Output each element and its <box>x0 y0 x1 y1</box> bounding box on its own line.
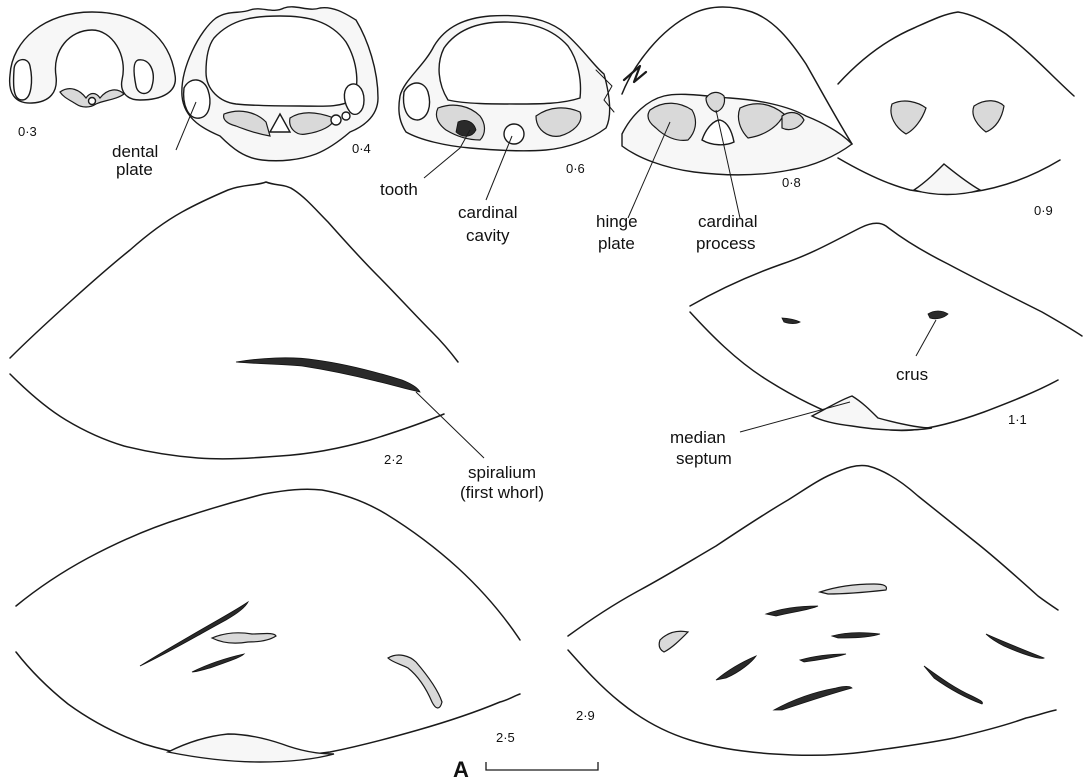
svg-text:process: process <box>696 234 756 253</box>
svg-text:hinge: hinge <box>596 212 638 231</box>
section-number: 1·1 <box>1008 412 1027 427</box>
section-2-9 <box>568 465 1058 755</box>
label-dental-plate: dental plate <box>112 102 196 179</box>
section-number: 2·5 <box>496 730 515 745</box>
svg-text:plate: plate <box>598 234 635 253</box>
inner-shell-outline <box>10 374 444 459</box>
section-0-4 <box>182 7 378 161</box>
section-number: 2·2 <box>384 452 403 467</box>
svg-text:spiralium: spiralium <box>468 463 536 482</box>
crus-right <box>928 311 948 319</box>
section-2-5 <box>16 489 520 762</box>
svg-text:plate: plate <box>116 160 153 179</box>
label-spiralium: spiralium (first whorl) <box>416 392 544 502</box>
label-crus: crus <box>896 320 936 384</box>
section-number: 0·4 <box>352 141 371 156</box>
section-number: 0·9 <box>1034 203 1053 218</box>
inner-shell-outline <box>690 312 1058 431</box>
scale-bar <box>486 762 598 770</box>
spiralium-band <box>236 358 420 392</box>
section-0-3 <box>10 12 176 107</box>
section-number: 0·3 <box>18 124 37 139</box>
label-cardinal-cavity: cardinal cavity <box>458 136 518 245</box>
svg-text:septum: septum <box>676 449 732 468</box>
svg-text:crus: crus <box>896 365 928 384</box>
panel-letter: A <box>453 757 469 782</box>
section-1-1 <box>690 223 1082 430</box>
svg-text:cavity: cavity <box>466 226 510 245</box>
svg-text:cardinal: cardinal <box>698 212 758 231</box>
svg-text:cardinal: cardinal <box>458 203 518 222</box>
outer-shell-outline <box>568 465 1058 636</box>
outer-shell-outline <box>16 489 520 640</box>
section-0-9 <box>838 12 1074 195</box>
median-septum <box>812 396 932 430</box>
section-0-6 <box>399 16 614 151</box>
outer-shell-outline <box>838 12 1074 96</box>
svg-text:median: median <box>670 428 726 447</box>
svg-text:tooth: tooth <box>380 180 418 199</box>
outer-shell-outline <box>10 182 458 362</box>
crus-left <box>782 318 800 324</box>
section-2-2 <box>10 182 458 459</box>
svg-text:dental: dental <box>112 142 158 161</box>
section-0-8 <box>622 7 852 175</box>
section-number: 0·8 <box>782 175 801 190</box>
section-number: 2·9 <box>576 708 595 723</box>
svg-text:(first whorl): (first whorl) <box>460 483 544 502</box>
section-number: 0·6 <box>566 161 585 176</box>
